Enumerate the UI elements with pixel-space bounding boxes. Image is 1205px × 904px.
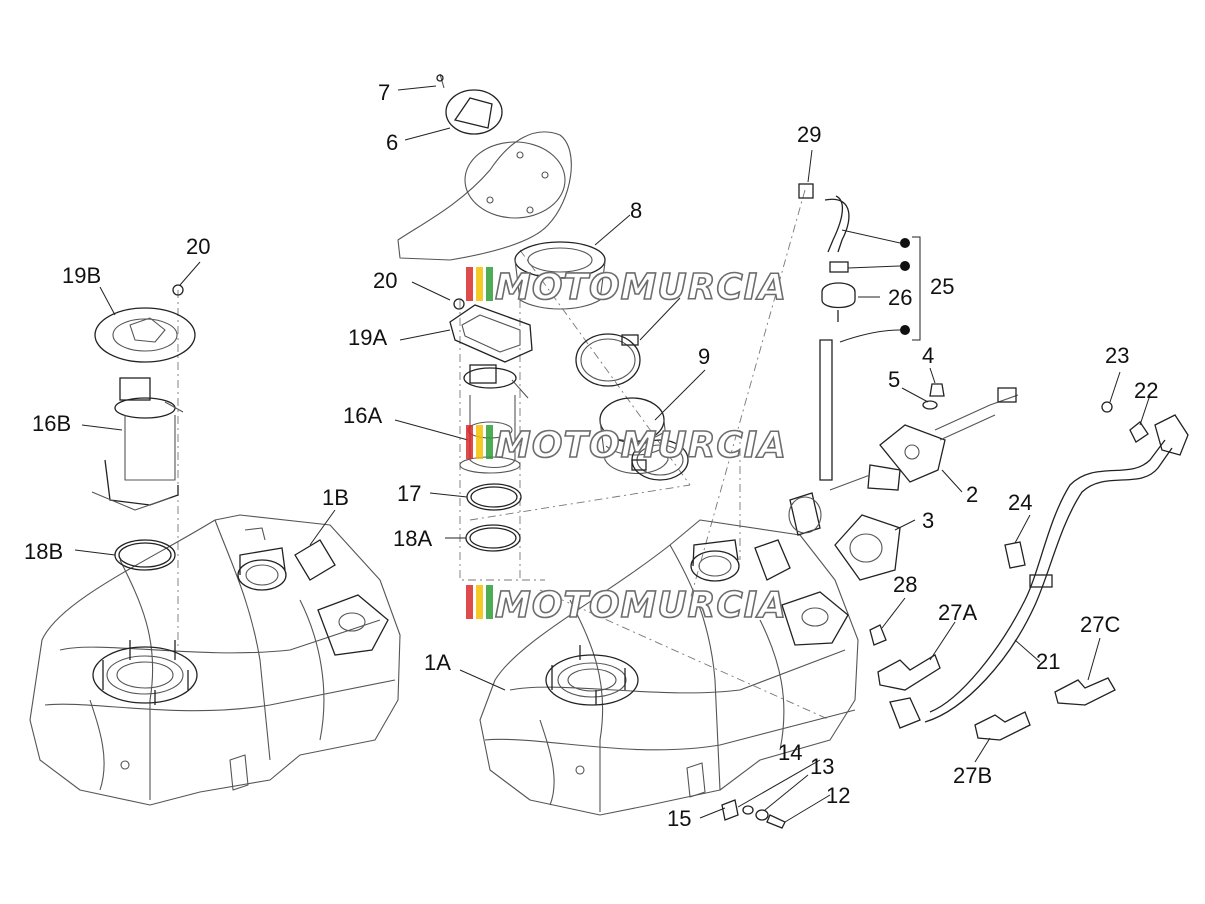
fuel-cap-6 [436,73,503,135]
callout-18a: 18A [393,526,432,551]
leader-lines [74,85,1151,823]
o-rings-17-18a [465,483,522,552]
callout-16b: 16B [32,411,71,436]
fasteners-12-15 [721,799,786,829]
callout-7: 7 [378,80,390,105]
gasket-19a [449,298,533,363]
filler-hose-9 [599,397,669,475]
callout-22: 22 [1134,378,1158,403]
callout-19a: 19A [348,325,387,350]
callout-26: 26 [888,285,912,310]
callout-25: 25 [930,274,954,299]
o-ring-18b [114,539,176,571]
fuel-line-21 [889,414,1189,729]
callout-13: 13 [810,754,834,779]
callout-21: 21 [1036,649,1060,674]
callout-3: 3 [922,508,934,533]
callout-16a: 16A [343,403,382,428]
callout-1b: 1B [322,485,349,510]
callout-28: 28 [893,572,917,597]
callout-6: 6 [386,130,398,155]
callout-dots-25 [900,236,921,341]
clip-24 [1004,541,1026,569]
sender-gasket-3 [834,514,901,581]
filler-neck-8 [514,241,606,310]
callout-15: 15 [667,806,691,831]
watermark-text-2: MOTOMURCIA [495,425,787,466]
filler-cover [397,131,572,261]
callout-20-left: 20 [186,234,210,259]
watermark-3: MOTOMURCIA [466,584,787,627]
callout-27c: 27C [1080,612,1120,637]
assembly-guides [177,189,831,721]
watermark-text-3: MOTOMURCIA [495,585,787,626]
callout-20-center: 20 [373,268,397,293]
fuel-tank-1a [479,519,859,816]
callout-14: 14 [778,740,802,765]
callout-18b: 18B [24,539,63,564]
hose-clamp-upper [575,333,641,387]
callout-19b: 19B [62,263,101,288]
gasket-19b [94,284,196,363]
washer-5-nut-4 [922,383,945,410]
clip-22-screw-23 [1101,401,1149,443]
callout-27b: 27B [953,763,992,788]
callout-2: 2 [966,482,978,507]
callout-29: 29 [797,122,821,147]
hose-clamp-lower [631,439,689,481]
callout-23: 23 [1105,343,1129,368]
callout-8: 8 [630,198,642,223]
callout-1a: 1A [424,650,451,675]
callout-12: 12 [826,783,850,808]
watermark-2: MOTOMURCIA [466,424,787,467]
callout-24: 24 [1008,490,1032,515]
fuel-pump-16b [91,377,184,511]
callout-9: 9 [698,344,710,369]
fuel-tank-1b [29,514,401,806]
callout-17: 17 [397,481,421,506]
fuel-sender-2 [788,387,1019,536]
callout-27a: 27A [938,600,977,625]
breather-hose-29 [798,183,856,481]
watermark-1: MOTOMURCIA [466,266,787,309]
callout-4: 4 [922,343,934,368]
bracket-27a-27b-27c-28 [869,624,1116,741]
watermark-text-1: MOTOMURCIA [495,267,787,308]
callout-5: 5 [888,367,900,392]
callout-labels: 7 6 8 9 20 19A 16A 17 18A 20 19B 16B 18B… [24,80,1158,831]
